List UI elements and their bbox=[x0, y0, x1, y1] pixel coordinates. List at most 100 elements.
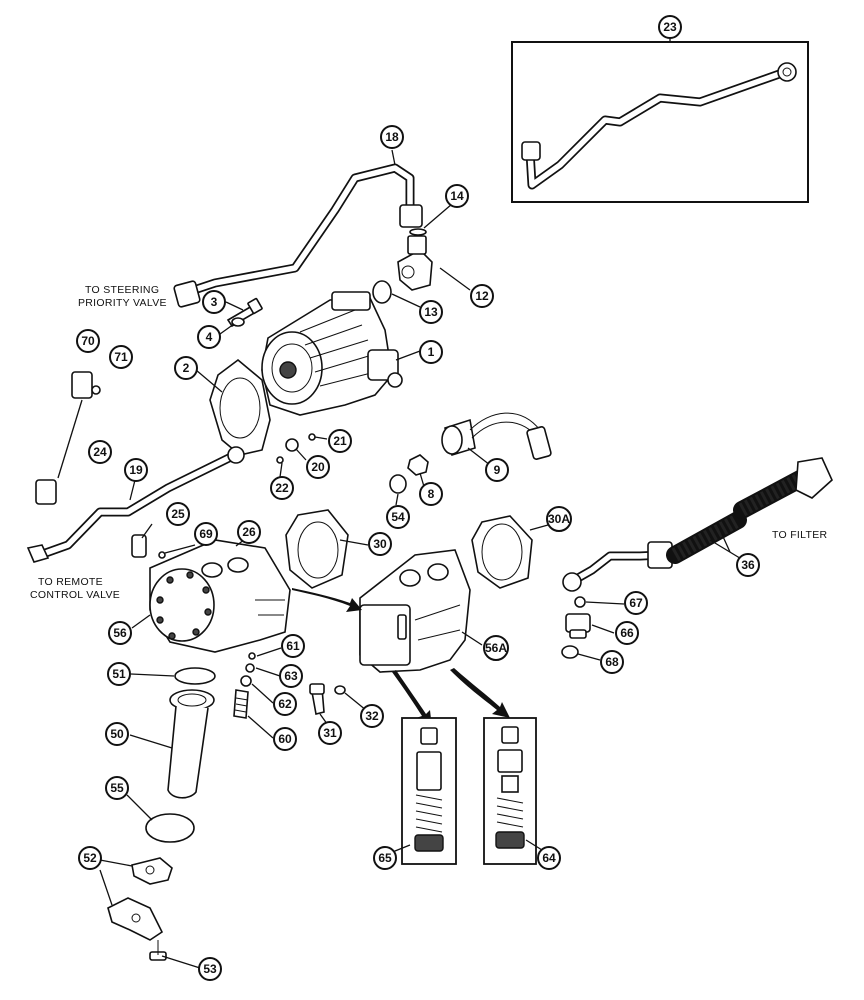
callout-53: 53 bbox=[198, 957, 222, 981]
svg-text:61: 61 bbox=[286, 639, 300, 653]
callout-13: 13 bbox=[419, 300, 443, 324]
callout-50: 50 bbox=[105, 722, 129, 746]
callout-3: 3 bbox=[202, 290, 226, 314]
callout-54: 54 bbox=[386, 505, 410, 529]
svg-text:50: 50 bbox=[110, 727, 124, 741]
svg-text:36: 36 bbox=[741, 558, 755, 572]
svg-text:14: 14 bbox=[450, 189, 464, 203]
callout-70: 70 bbox=[76, 329, 100, 353]
callout-71: 71 bbox=[109, 345, 133, 369]
callout-19: 19 bbox=[124, 458, 148, 482]
callout-62: 62 bbox=[273, 692, 297, 716]
callout-60: 60 bbox=[273, 727, 297, 751]
ring-51 bbox=[174, 667, 216, 685]
callout-68: 68 bbox=[600, 650, 624, 674]
svg-text:52: 52 bbox=[83, 851, 97, 865]
callout-4: 4 bbox=[197, 325, 221, 349]
svg-text:3: 3 bbox=[211, 295, 218, 309]
callout-18: 18 bbox=[380, 125, 404, 149]
o-ring-63 bbox=[245, 663, 255, 673]
svg-text:66: 66 bbox=[620, 626, 634, 640]
svg-text:69: 69 bbox=[199, 527, 213, 541]
note-steering-line2: PRIORITY VALVE bbox=[78, 297, 167, 309]
steering-valve bbox=[149, 539, 291, 653]
svg-text:63: 63 bbox=[284, 669, 298, 683]
svg-text:30: 30 bbox=[373, 537, 387, 551]
note-remote-line2: CONTROL VALVE bbox=[30, 589, 120, 601]
inset-panel bbox=[511, 38, 809, 203]
callout-30A: 30A bbox=[546, 506, 572, 532]
o-ring-13 bbox=[372, 280, 392, 304]
o-ring-54 bbox=[389, 474, 407, 494]
callout-8: 8 bbox=[419, 482, 443, 506]
remote-valve-pipe bbox=[26, 446, 245, 563]
o-ring-61 bbox=[248, 652, 256, 660]
fitting-66 bbox=[565, 613, 591, 639]
gasket bbox=[209, 358, 271, 456]
ring-55 bbox=[145, 813, 195, 843]
svg-text:51: 51 bbox=[112, 667, 126, 681]
svg-text:31: 31 bbox=[323, 726, 337, 740]
callout-1: 1 bbox=[419, 340, 443, 364]
svg-text:26: 26 bbox=[242, 525, 256, 539]
o-ring-68 bbox=[561, 645, 579, 659]
bolt-53 bbox=[149, 940, 167, 961]
o-ring-14 bbox=[409, 228, 427, 236]
cartridge-arrow-65 bbox=[392, 670, 432, 728]
gasket-30A bbox=[471, 515, 533, 589]
callout-22: 22 bbox=[270, 476, 294, 500]
note-filter: TO FILTER bbox=[772, 529, 828, 541]
callout-24: 24 bbox=[88, 440, 112, 464]
svg-text:4: 4 bbox=[206, 330, 213, 344]
svg-text:1: 1 bbox=[428, 345, 435, 359]
callout-63: 63 bbox=[279, 664, 303, 688]
svg-text:30A: 30A bbox=[548, 512, 570, 526]
svg-text:13: 13 bbox=[424, 305, 438, 319]
nut-8 bbox=[407, 454, 429, 476]
callout-55: 55 bbox=[105, 776, 129, 800]
callout-23: 23 bbox=[658, 15, 682, 39]
svg-text:22: 22 bbox=[275, 481, 289, 495]
adapter-tube bbox=[167, 689, 215, 799]
callout-30: 30 bbox=[368, 532, 392, 556]
washer-32 bbox=[334, 685, 346, 695]
steering-valve-56A bbox=[359, 549, 471, 673]
svg-text:24: 24 bbox=[93, 445, 107, 459]
fitting-20 bbox=[285, 438, 299, 452]
relief-cartridge-64 bbox=[483, 717, 537, 865]
svg-text:9: 9 bbox=[494, 463, 501, 477]
svg-text:8: 8 bbox=[428, 487, 435, 501]
clip bbox=[35, 479, 57, 505]
callout-56: 56 bbox=[108, 621, 132, 645]
svg-text:56: 56 bbox=[113, 626, 127, 640]
clip-25 bbox=[131, 534, 147, 558]
svg-text:23: 23 bbox=[663, 20, 677, 34]
svg-text:25: 25 bbox=[171, 507, 185, 521]
clamp-halves bbox=[107, 857, 173, 941]
leader-lines bbox=[99, 149, 749, 969]
callout-12: 12 bbox=[470, 284, 494, 308]
svg-text:12: 12 bbox=[475, 289, 489, 303]
note-steering-line1: TO STEERING bbox=[85, 284, 159, 296]
svg-text:19: 19 bbox=[129, 463, 143, 477]
o-ring-22 bbox=[276, 456, 284, 464]
o-ring-21 bbox=[308, 433, 316, 441]
svg-text:32: 32 bbox=[365, 709, 379, 723]
svg-text:56A: 56A bbox=[485, 641, 507, 655]
gasket-30 bbox=[285, 509, 349, 589]
note-remote-line1: TO REMOTE bbox=[38, 576, 103, 588]
svg-text:54: 54 bbox=[391, 510, 405, 524]
nut bbox=[91, 385, 101, 395]
o-ring-67 bbox=[574, 596, 586, 608]
svg-text:55: 55 bbox=[110, 781, 124, 795]
svg-text:18: 18 bbox=[385, 130, 399, 144]
elbow-fitting bbox=[397, 235, 433, 291]
svg-text:2: 2 bbox=[183, 361, 190, 375]
callout-65: 65 bbox=[373, 846, 397, 870]
relief-cartridge-65 bbox=[401, 717, 457, 865]
callout-9: 9 bbox=[485, 458, 509, 482]
callout-69: 69 bbox=[194, 522, 218, 546]
callout-32: 32 bbox=[360, 704, 384, 728]
svg-text:67: 67 bbox=[629, 596, 643, 610]
